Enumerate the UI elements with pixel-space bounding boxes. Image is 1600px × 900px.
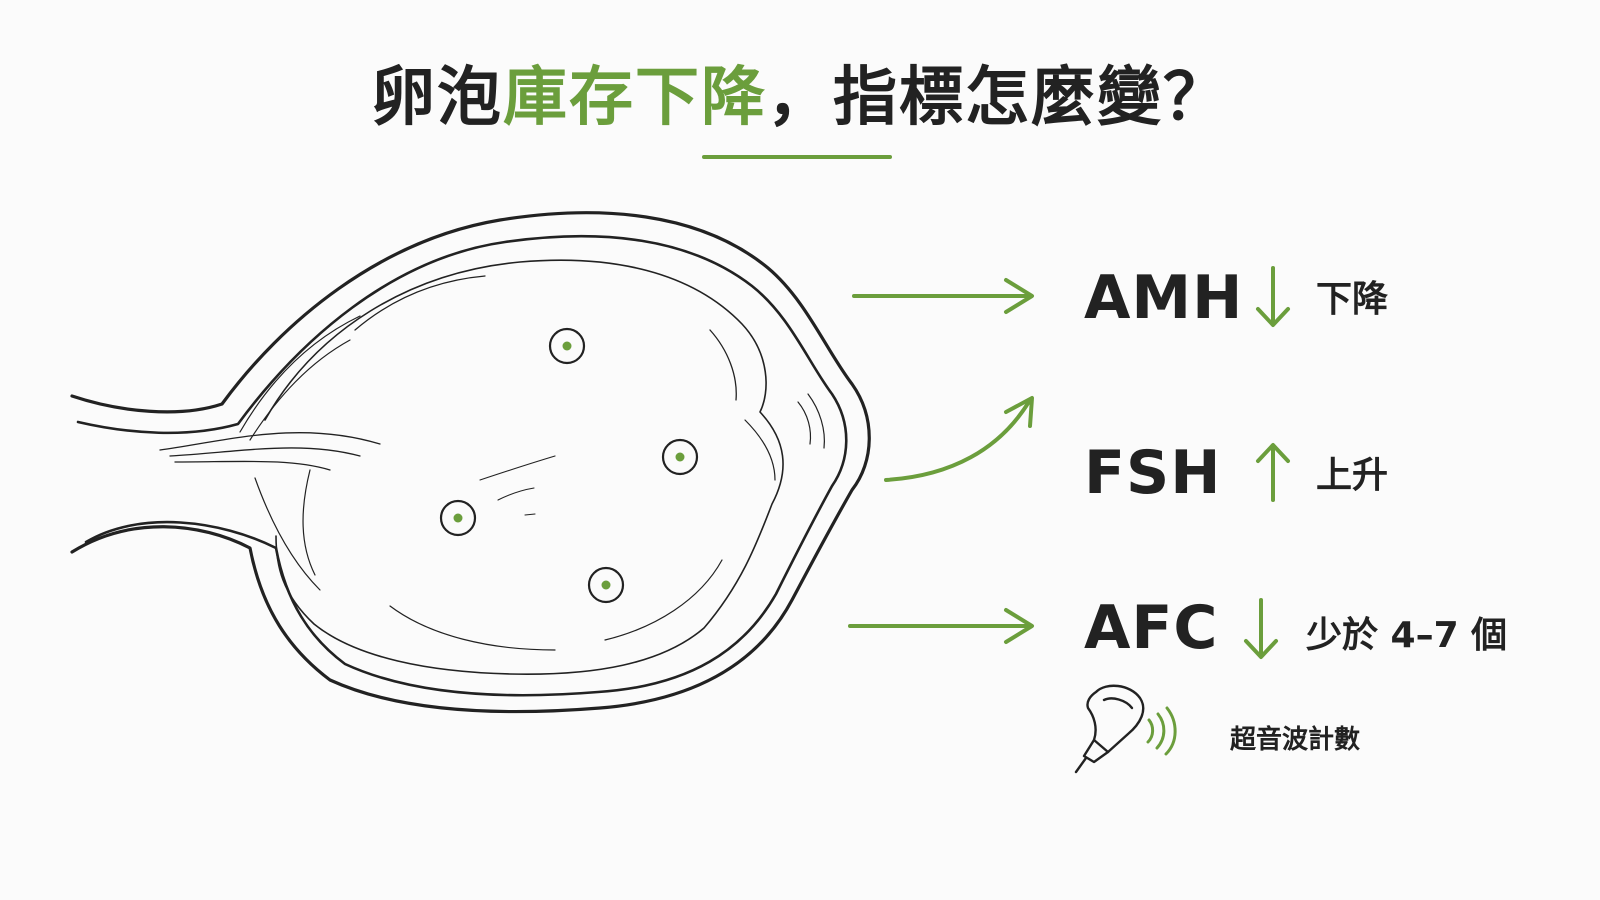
ovary-illustration <box>70 211 871 714</box>
title-underline <box>702 155 892 159</box>
curved-arrow-up-icon <box>884 396 1034 482</box>
arrow-right-icon <box>852 278 1034 314</box>
indicator-amh-label: AMH <box>1084 263 1244 333</box>
down-arrow-icon <box>1244 598 1278 659</box>
arrow-right-icon <box>848 608 1034 644</box>
down-arrow-icon <box>1256 266 1290 327</box>
title-accent: 庫存下降 <box>503 61 767 135</box>
indicator-fsh-label: FSH <box>1084 438 1222 508</box>
title-part-3: ，指標怎麼變？ <box>767 61 1229 135</box>
sound-wave-icon <box>1146 706 1177 756</box>
indicator-amh-trend: 下降 <box>1316 279 1389 320</box>
ultrasound-count-label: 超音波計數 <box>1230 725 1361 755</box>
follicle-icon <box>548 327 586 365</box>
indicator-fsh-trend: 上升 <box>1316 455 1389 496</box>
follicle-icon <box>587 566 625 604</box>
ultrasound-probe-icon <box>1074 684 1145 774</box>
indicator-afc-trend: 少於 4–7 個 <box>1306 615 1508 656</box>
up-arrow-icon <box>1256 443 1290 502</box>
page-title: 卵泡庫存下降，指標怎麼變？ <box>0 58 1600 138</box>
indicator-afc-label: AFC <box>1084 593 1219 663</box>
follicle-icon <box>661 438 699 476</box>
title-part-1: 卵泡 <box>371 61 503 135</box>
follicle-icon <box>439 499 477 537</box>
